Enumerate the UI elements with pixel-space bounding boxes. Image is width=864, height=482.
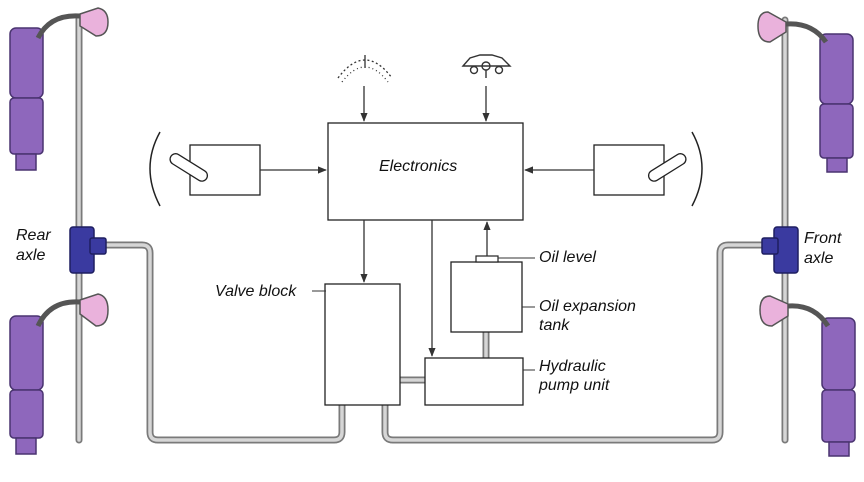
front-axle-label-line1: Front [804,230,842,247]
rear-lower-strut [9,293,109,455]
front-lower-strut [759,295,856,457]
hydraulic-label-line2: pump unit [539,377,610,394]
rear-axle-label-line2: axle [16,247,46,264]
electronics-box [327,122,524,221]
rear-upper-strut [9,7,109,171]
speedometer-icon [337,55,393,83]
valve-block-box [324,283,401,406]
valve-block-label: Valve block [215,283,297,300]
rear-axle-label-line1: Rear [16,227,51,244]
left-level-sensor-arm [149,131,209,207]
front-axle-valve [761,226,799,274]
front-upper-strut [757,11,854,173]
right-level-sensor-arm [647,131,703,207]
vehicle-icon [461,54,512,78]
oil-expansion-tank-box [450,261,523,333]
oil-expansion-label-line1: Oil expansion [539,298,636,315]
hydraulic-pipes [75,13,789,444]
hydraulic-pump-box [424,357,524,406]
oil-level-sensor [475,255,499,263]
oil-expansion-label-line2: tank [539,317,570,334]
hydraulic-label-line1: Hydraulic [539,358,606,375]
electronics-label: Electronics [379,158,458,175]
rear-axle-valve [69,226,107,274]
front-axle-label-line2: axle [804,250,834,267]
oil-level-label: Oil level [539,249,596,266]
